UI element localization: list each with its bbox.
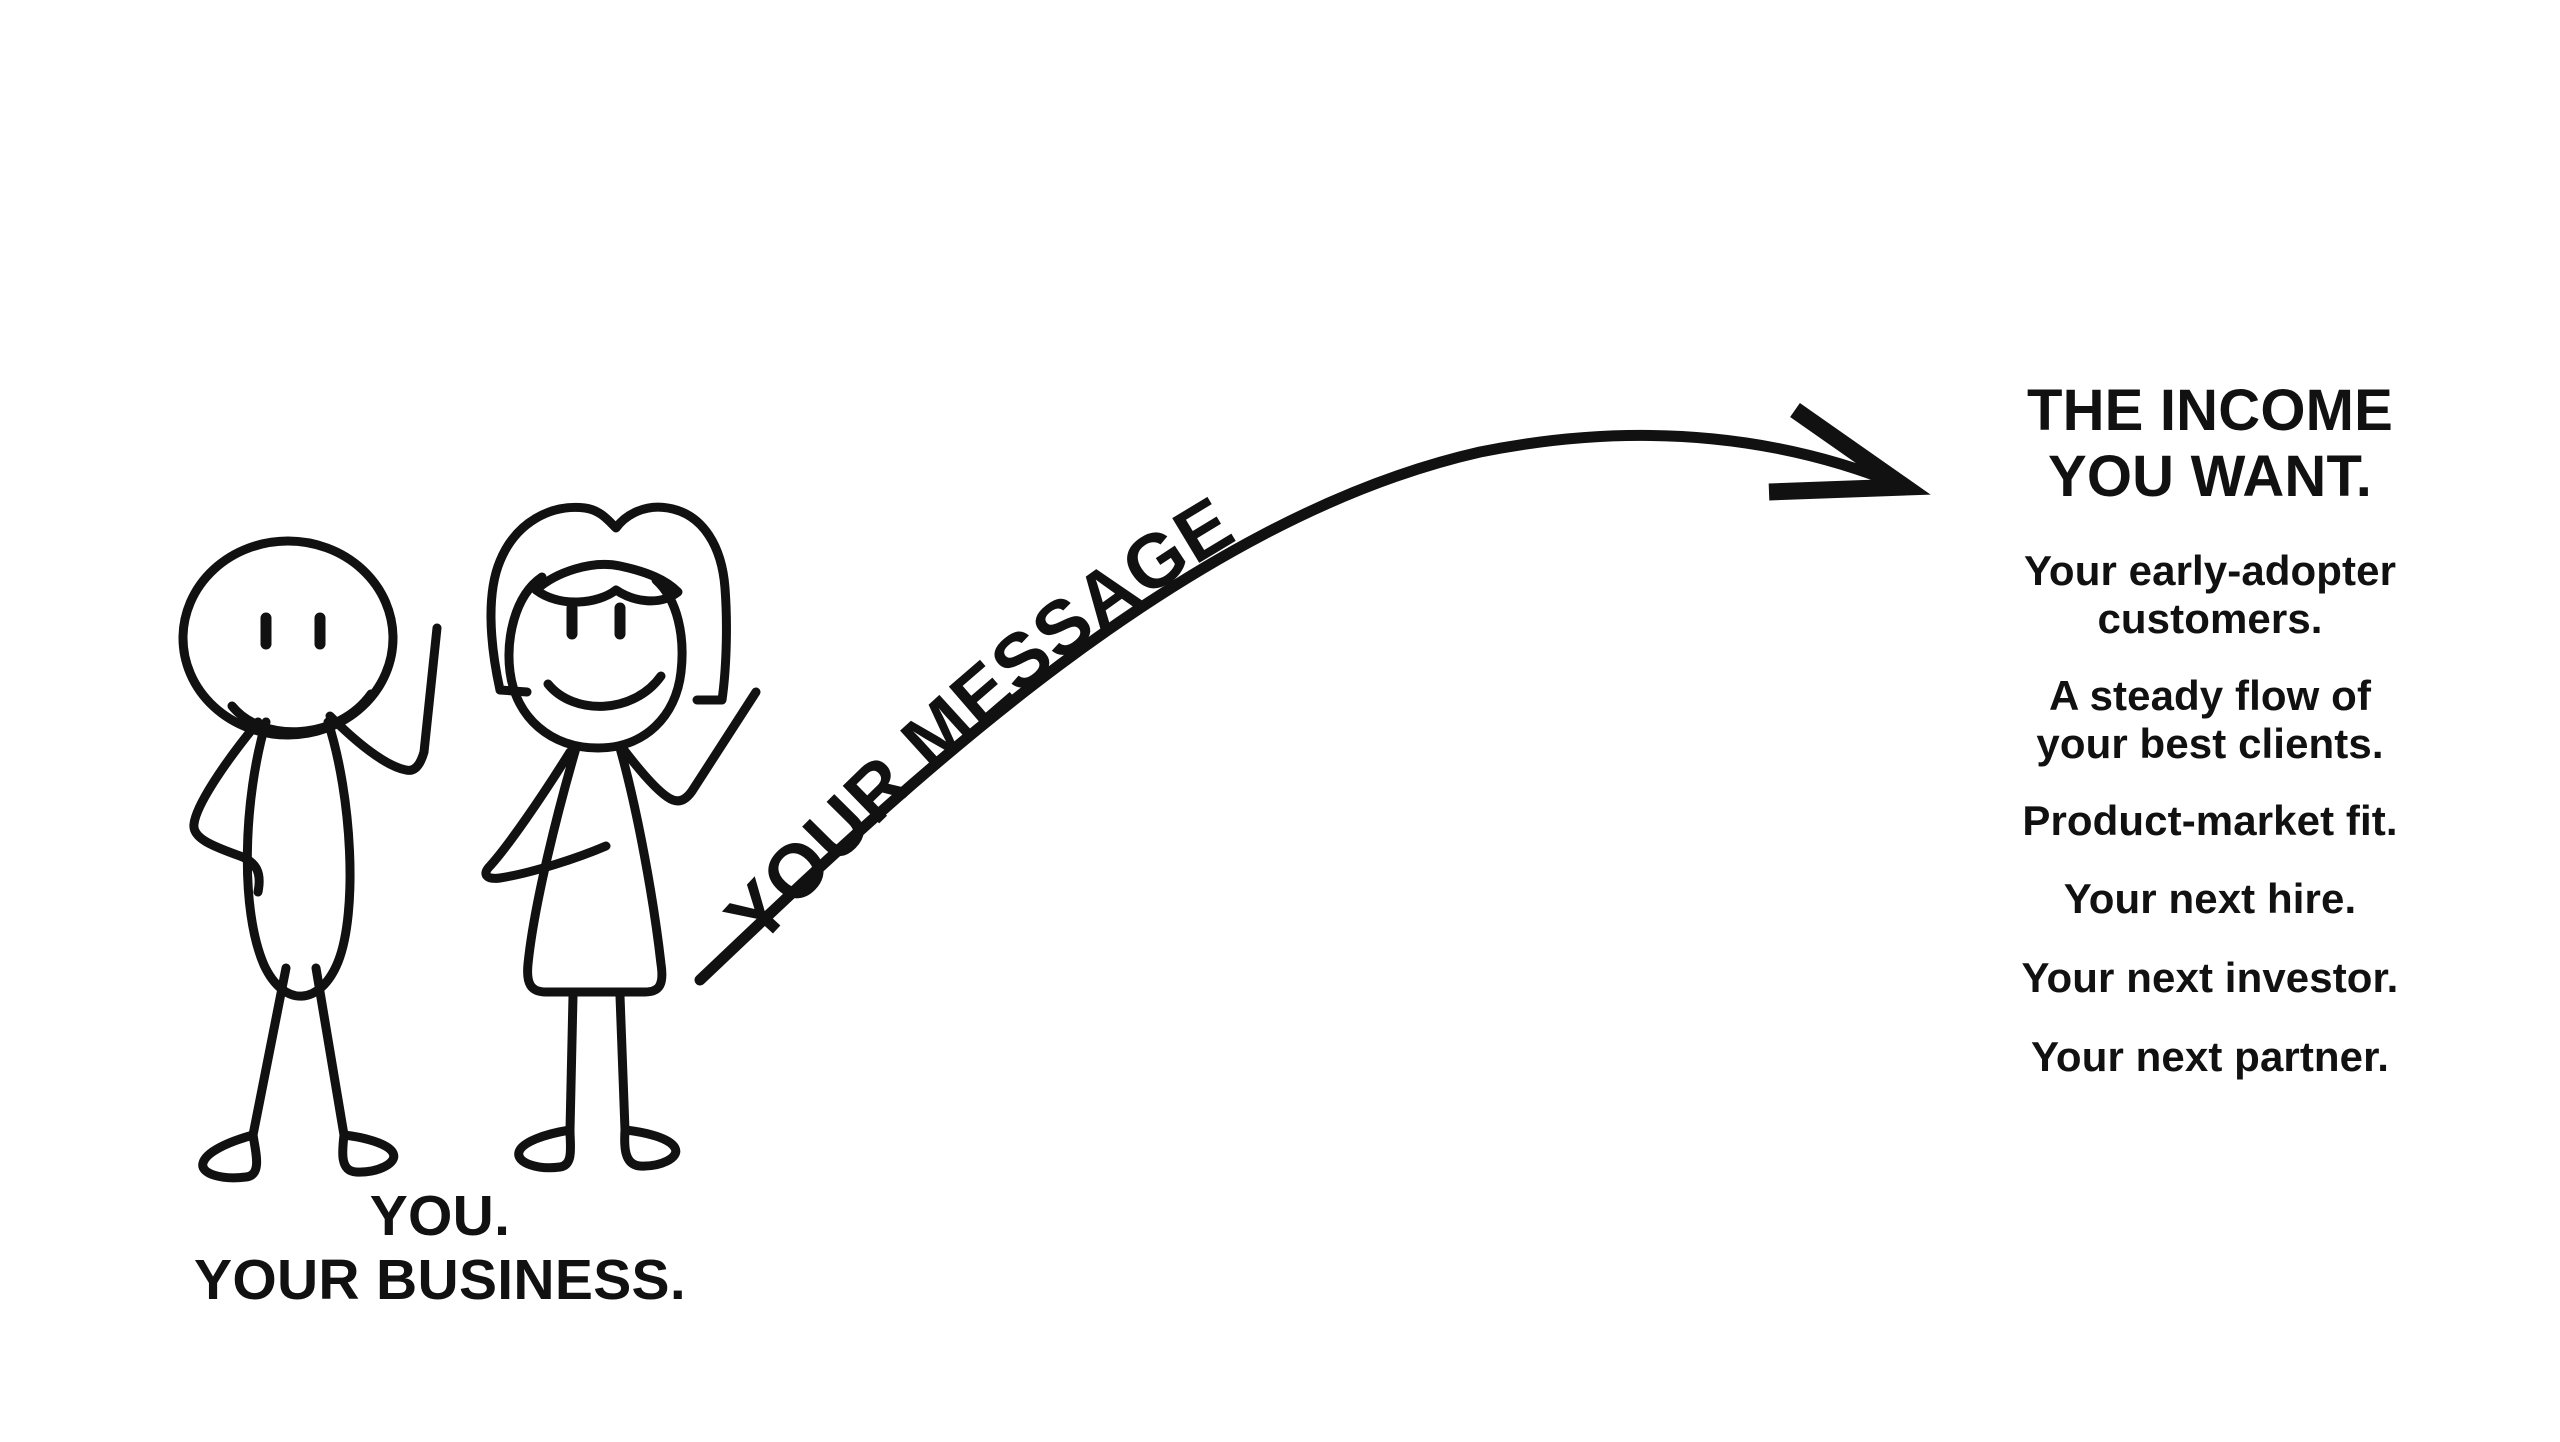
arrow-arc xyxy=(700,435,1900,980)
woman-hair-outline xyxy=(486,502,731,705)
man-left-leg xyxy=(248,963,291,1140)
arrow-label: YOUR MESSAGE xyxy=(710,481,1248,960)
woman-right-arm xyxy=(619,687,761,806)
woman-left-arm xyxy=(481,747,611,883)
stick-figure-man xyxy=(178,536,442,1183)
woman-smile xyxy=(543,671,666,711)
man-right-arm xyxy=(325,623,442,775)
message-arrow xyxy=(700,403,1931,980)
woman-left-foot xyxy=(514,1125,576,1173)
woman-right-foot xyxy=(620,1125,681,1171)
woman-face xyxy=(504,572,687,753)
man-torso xyxy=(242,717,355,1001)
man-smile xyxy=(227,689,376,737)
woman-bangs xyxy=(531,559,683,607)
man-left-arm xyxy=(189,717,264,897)
man-right-leg xyxy=(311,963,349,1140)
woman-right-leg xyxy=(615,991,630,1135)
man-left-foot xyxy=(198,1130,262,1183)
woman-left-leg xyxy=(565,991,578,1135)
man-right-foot xyxy=(338,1130,399,1177)
arrow-head xyxy=(1768,403,1931,501)
stick-figure-woman xyxy=(481,502,761,1173)
